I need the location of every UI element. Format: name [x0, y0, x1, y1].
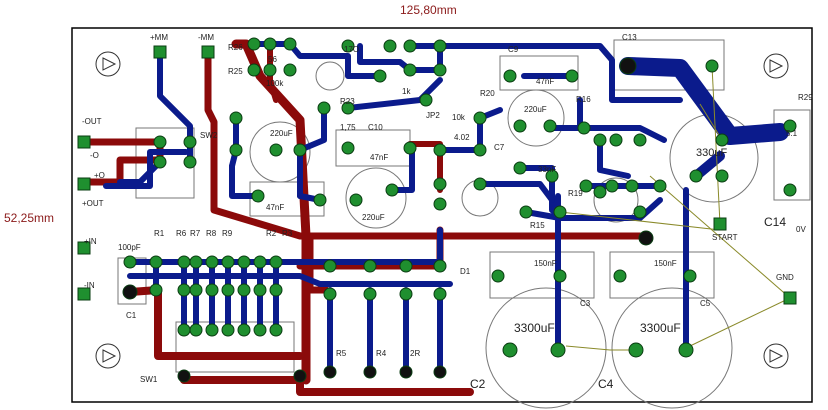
label-r19: R19 [568, 189, 583, 198]
label-plus-out: +OUT [82, 199, 104, 208]
label-minus-mm: -MM [198, 33, 214, 42]
label-150nf-a: 150nF [534, 259, 557, 268]
pads [77, 37, 797, 383]
label-c13: C13 [622, 33, 637, 42]
label-r15: R15 [530, 221, 545, 230]
pad-start [713, 217, 727, 231]
label-r4: R4 [376, 349, 387, 358]
label-r25: R25 [228, 67, 243, 76]
label-150nf-b: 150nF [654, 259, 677, 268]
label-r25-value: 100k [266, 79, 284, 88]
label-zero-volt: 0V [796, 225, 806, 234]
pad-minus-mm [201, 45, 215, 59]
pad-minus-in [77, 287, 91, 301]
label-plus-mm: +MM [150, 33, 168, 42]
width-dimension: 125,80mm [400, 3, 457, 17]
label-jp2: JP2 [426, 111, 440, 120]
label-d1: D1 [460, 267, 471, 276]
label-sw1: SW1 [140, 375, 158, 384]
label-c14: C14 [764, 215, 786, 229]
label-gnd: GND [776, 273, 794, 282]
label-220uf-b: 220uF [362, 213, 385, 222]
label-r-175: 1,75 [340, 123, 356, 132]
label-47nf-b: 47nF [370, 153, 388, 162]
label-minus-out-short: -O [90, 151, 99, 160]
label-r-402: 4.02 [454, 133, 470, 142]
ratsnest-lines [559, 65, 791, 351]
label-r16: R16 [576, 95, 591, 104]
height-dimension: 52,25mm [4, 211, 54, 225]
pad-plus-out [77, 177, 91, 191]
silkscreen-labels: +MM -MM -OUT -O +O +OUT +IN -IN GND STAR… [82, 33, 813, 391]
label-c7: C7 [494, 143, 505, 152]
label-220uf-a: 220uF [270, 129, 293, 138]
pad-plus-mm [153, 45, 167, 59]
label-330uf: 330uF [696, 147, 727, 159]
mounting-holes [95, 51, 789, 369]
label-r-10k: 10k [452, 113, 466, 122]
label-r1: R1 [154, 229, 165, 238]
label-r26: R26 [228, 43, 243, 52]
label-r-1k: 1k [402, 87, 411, 96]
label-minus-in: -IN [84, 281, 95, 290]
label-r3: R3 [282, 229, 293, 238]
label-100pf: 100pF [118, 243, 141, 252]
label-r-2r: 2R [410, 349, 420, 358]
label-r23: R23 [340, 97, 355, 106]
pad-gnd [783, 291, 797, 305]
label-c10: C10 [368, 123, 383, 132]
label-3300uf-b: 3300uF [640, 321, 681, 335]
label-r20: R20 [480, 89, 495, 98]
label-r7: R7 [190, 229, 201, 238]
label-3300uf-a: 3300uF [514, 321, 555, 335]
label-r8: R8 [206, 229, 217, 238]
label-r26-value: 56 [268, 55, 277, 64]
pad-minus-out [77, 135, 91, 149]
label-c4: C4 [598, 377, 614, 391]
label-r6: R6 [176, 229, 187, 238]
mounting-hole-bottom-right [763, 343, 789, 369]
label-47nf-c: 47nF [536, 77, 554, 86]
mounting-hole-top-right [763, 53, 789, 79]
label-r5: R5 [336, 349, 347, 358]
label-c5: C5 [700, 299, 711, 308]
label-minus-out: -OUT [82, 117, 102, 126]
mounting-hole-top-left [95, 51, 121, 77]
label-c1: C1 [126, 311, 137, 320]
label-r29-value: 5.1 [786, 129, 798, 138]
pad-plus-in [77, 241, 91, 255]
label-start: START [712, 233, 738, 242]
mounting-hole-bottom-left [95, 343, 121, 369]
label-220uf-c: 220uF [524, 105, 547, 114]
label-c2: C2 [470, 377, 486, 391]
label-r29: R29 [798, 93, 813, 102]
label-plus-out-short: +O [94, 171, 105, 180]
label-plus-in: +IN [84, 237, 97, 246]
label-33nf: 33nF [538, 165, 556, 174]
label-c9: C9 [508, 45, 519, 54]
label-c3: C3 [580, 299, 591, 308]
label-47nf-a: 47nF [266, 203, 284, 212]
label-r2: R2 [266, 229, 277, 238]
label-sw2: SW2 [200, 131, 218, 140]
label-r-17o: 17O [344, 45, 359, 54]
label-r9: R9 [222, 229, 233, 238]
